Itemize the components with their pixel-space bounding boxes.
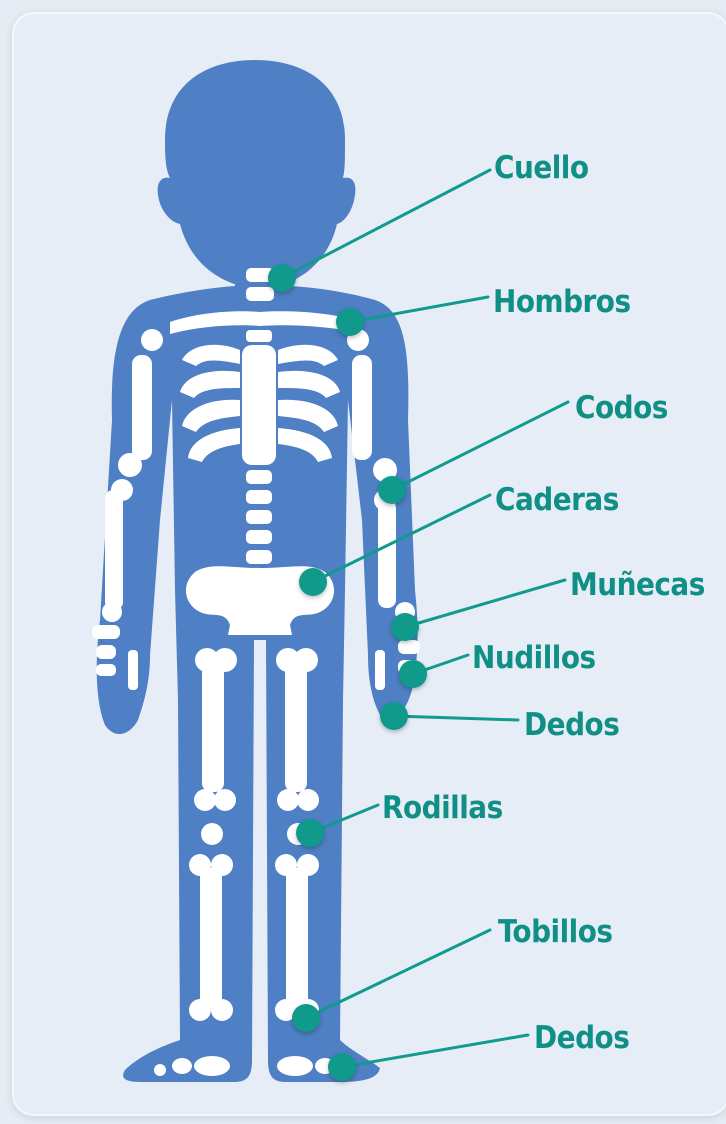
label-knees: Rodillas: [382, 790, 503, 826]
marker-shoulders: [336, 308, 364, 336]
marker-knees: [296, 819, 324, 847]
leader-elbows: [392, 402, 568, 490]
marker-ankles: [292, 1004, 320, 1032]
marker-fingers: [380, 702, 408, 730]
label-neck: Cuello: [494, 150, 589, 186]
label-hips: Caderas: [495, 482, 619, 518]
label-shoulders: Hombros: [493, 284, 631, 320]
label-toes: Dedos: [534, 1020, 629, 1056]
marker-hips: [299, 568, 327, 596]
marker-wrists: [391, 613, 419, 641]
leader-toes: [342, 1035, 528, 1067]
leader-wrists: [405, 580, 565, 627]
marker-neck: [268, 264, 296, 292]
marker-knuckles: [399, 660, 427, 688]
label-elbows: Codos: [575, 390, 668, 426]
label-fingers: Dedos: [524, 707, 619, 743]
joint-labels: Cuello Hombros Codos Caderas Muñecas Nud…: [382, 150, 705, 1056]
label-knuckles: Nudillos: [472, 640, 596, 676]
marker-elbows: [378, 476, 406, 504]
label-ankles: Tobillos: [498, 914, 612, 950]
marker-toes: [328, 1053, 356, 1081]
label-wrists: Muñecas: [570, 567, 705, 603]
leader-fingers: [394, 716, 518, 720]
